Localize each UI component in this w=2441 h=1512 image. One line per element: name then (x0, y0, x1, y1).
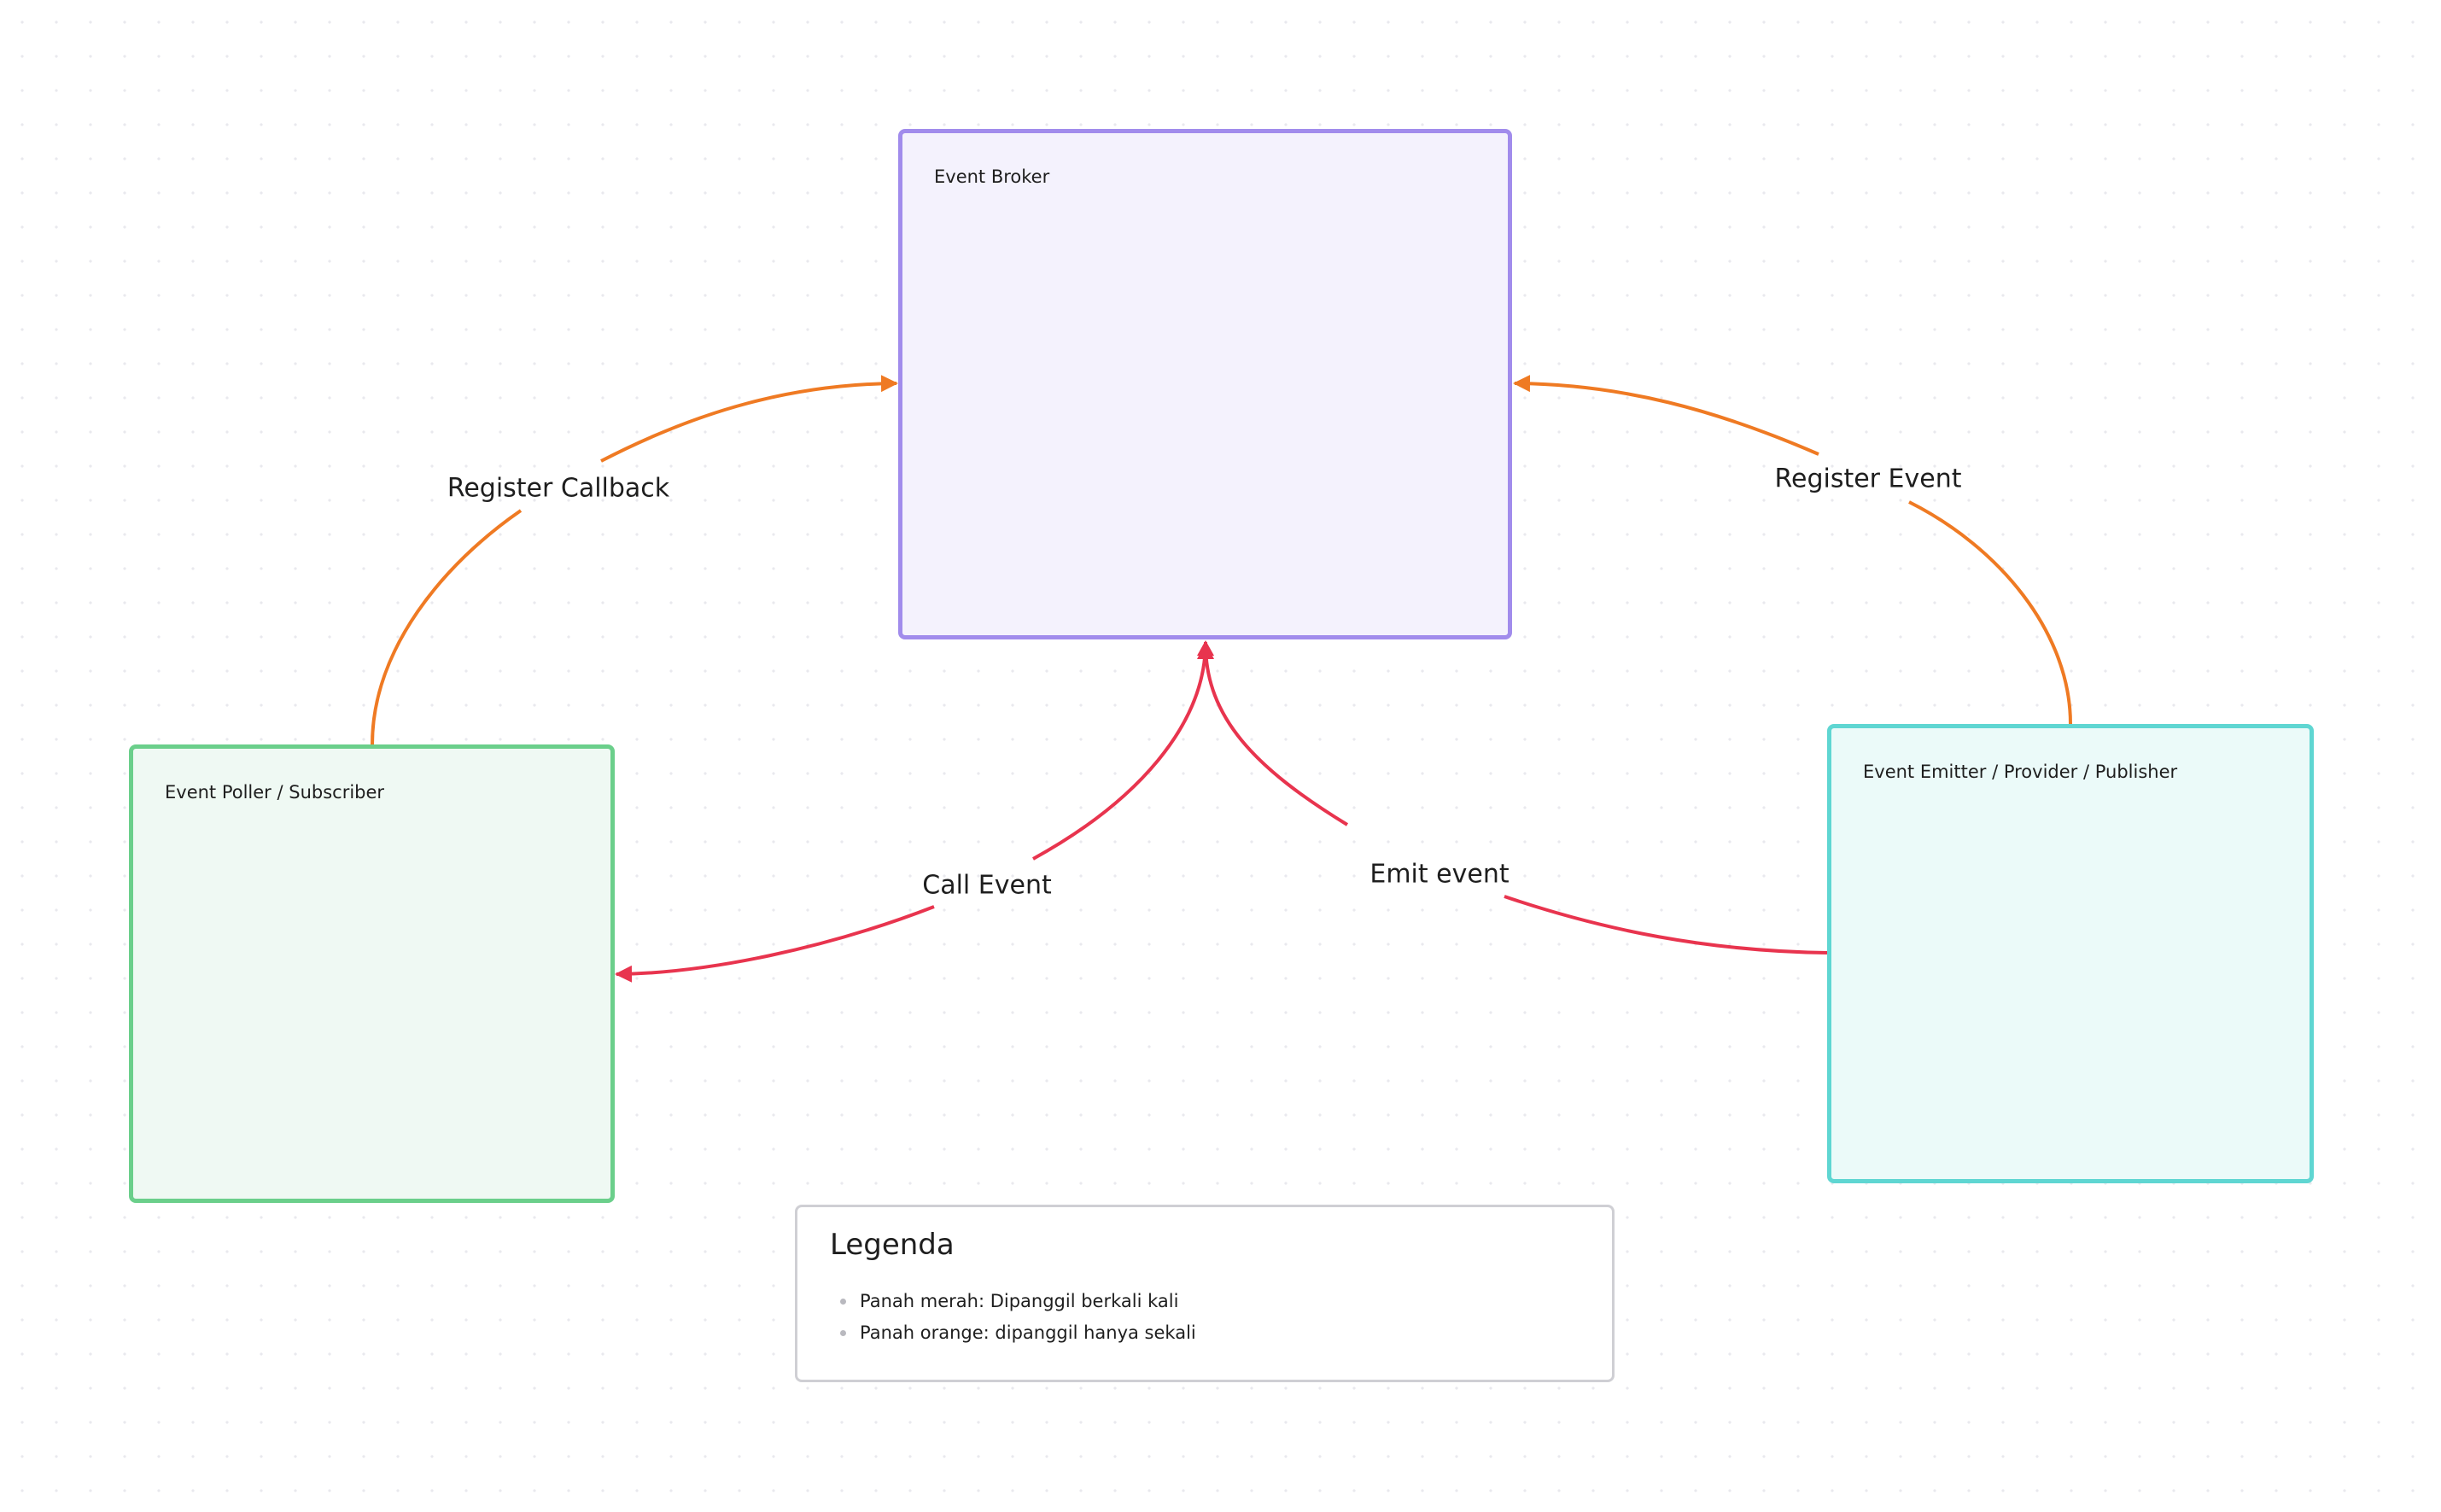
bullet-icon (840, 1299, 846, 1305)
event-emitter-node[interactable]: Event Emitter / Provider / Publisher (1827, 724, 2314, 1183)
edge-label-register-callback: Register Callback (447, 473, 670, 504)
event-poller-node[interactable]: Event Poller / Subscriber (129, 744, 615, 1203)
edge-register-callback-upper (600, 375, 898, 463)
legend-list: Panah merah: Dipanggil berkali kali Pana… (840, 1286, 1196, 1349)
edge-emit-event-upper (1197, 642, 1349, 826)
event-broker-node[interactable]: Event Broker (898, 129, 1512, 639)
legend-item-red-text: Panah merah: Dipanggil berkali kali (860, 1291, 1179, 1311)
legend-item-orange: Panah orange: dipanggil hanya sekali (840, 1317, 1196, 1349)
event-poller-label: Event Poller / Subscriber (165, 782, 385, 803)
legend-title: Legenda (830, 1228, 955, 1262)
edge-call-event-upper (1032, 641, 1207, 861)
edge-call-event-lower (615, 905, 935, 983)
bullet-icon (840, 1330, 846, 1336)
event-emitter-label: Event Emitter / Provider / Publisher (1863, 762, 2178, 782)
edge-register-event-upper (1513, 375, 1819, 456)
edge-emit-event-lower (1504, 895, 1828, 954)
event-broker-label: Event Broker (934, 166, 1050, 187)
edge-label-call-event: Call Event (922, 870, 1052, 901)
edge-label-emit-event: Emit event (1369, 859, 1510, 890)
edge-register-callback-lower (371, 509, 523, 745)
legend-box: Legenda Panah merah: Dipanggil berkali k… (795, 1205, 1615, 1382)
edge-register-event-lower (1908, 500, 2072, 725)
legend-item-orange-text: Panah orange: dipanggil hanya sekali (860, 1322, 1196, 1343)
legend-item-red: Panah merah: Dipanggil berkali kali (840, 1286, 1196, 1317)
edge-label-register-event: Register Event (1774, 464, 1962, 494)
